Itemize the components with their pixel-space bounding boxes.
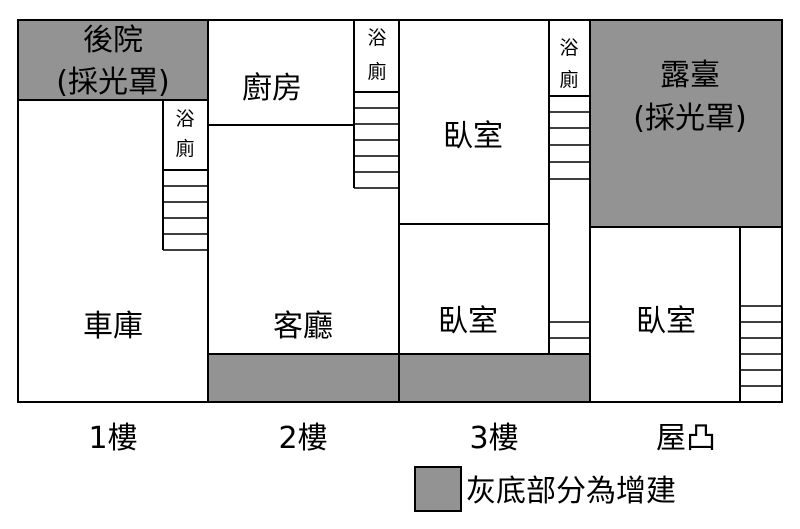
roof-bedroom-label: 臥室 xyxy=(636,304,696,339)
kitchen-label: 廚房 xyxy=(242,71,302,106)
floor2-front-addition-area xyxy=(208,354,399,402)
terrace-addition-area xyxy=(590,20,782,227)
floor3-bath-label-line2: 廁 xyxy=(559,68,578,91)
terrace-label-line1: 露臺 xyxy=(660,58,720,93)
floor3-bath-label-line1: 浴 xyxy=(559,37,578,59)
floor3-bedroom-lower-label: 臥室 xyxy=(438,304,498,339)
stairs-floor3-lower xyxy=(549,321,590,339)
floor1-label: 1樓 xyxy=(88,421,137,456)
floor3-label: 3樓 xyxy=(469,421,518,456)
floor1-bath-label-line2: 廁 xyxy=(175,137,194,160)
backyard-label-line1: 後院 xyxy=(83,23,143,58)
floor3-front-addition-area xyxy=(399,354,590,402)
floor2-bath-label-line1: 浴 xyxy=(367,27,386,49)
stairs-floor1 xyxy=(163,185,208,251)
roof-label: 屋凸 xyxy=(656,421,716,456)
backyard-label-line2: (採光罩) xyxy=(56,65,169,100)
floor2-bath-label-line2: 廁 xyxy=(367,60,386,83)
living-room-label: 客廳 xyxy=(273,309,333,344)
stairs-floor3-upper xyxy=(549,111,590,180)
floor1-bath-label-line1: 浴 xyxy=(175,108,194,130)
legend-swatch xyxy=(414,466,462,512)
legend-text: 灰底部分為增建 xyxy=(466,474,676,509)
garage-label: 車庫 xyxy=(83,309,143,344)
stairs-roof xyxy=(740,305,782,387)
floor3-bedroom-upper-label: 臥室 xyxy=(443,119,503,154)
floor2-label: 2樓 xyxy=(278,421,327,456)
backyard-addition-area xyxy=(18,20,208,100)
terrace-label-line2: (採光罩) xyxy=(633,101,746,136)
stairs-floor2 xyxy=(354,107,399,189)
